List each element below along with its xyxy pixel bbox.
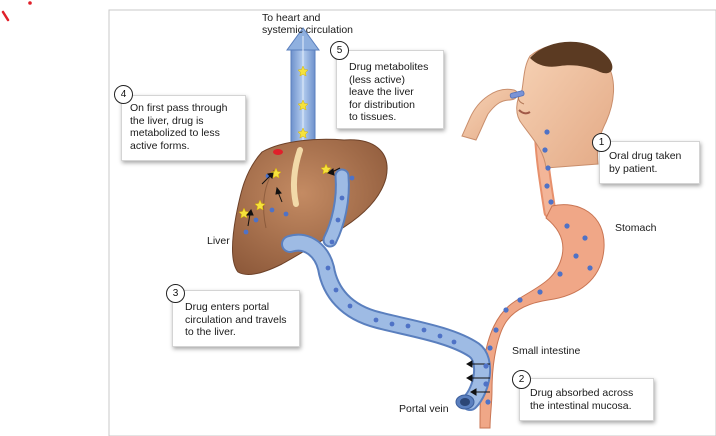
step-4-number: 4 (114, 85, 133, 104)
step-4-text: On first pass through the liver, drug is… (130, 102, 228, 152)
liver-red-marker (273, 149, 283, 155)
callout-step-1 (599, 141, 700, 184)
portal-vein-label: Portal vein (399, 403, 449, 415)
step-3-number: 3 (166, 284, 185, 303)
step-3-text: Drug enters portal circulation and trave… (185, 301, 287, 338)
step-1-number: 1 (592, 133, 611, 152)
patient-hand (461, 88, 525, 141)
stomach-label: Stomach (615, 222, 657, 234)
callout-step-2 (519, 378, 654, 421)
callout-step-3 (172, 290, 300, 347)
step-5-text: Drug metabolites (less active) leave the… (349, 61, 429, 123)
patient-head (516, 41, 615, 169)
step-2-text: Drug absorbed across the intestinal muco… (530, 387, 634, 412)
step-2-number: 2 (512, 370, 531, 389)
absorption-arrows (466, 360, 490, 396)
callout-step-4 (121, 95, 246, 161)
metabolite-stars (238, 65, 332, 219)
metabolism-arrows (245, 167, 341, 227)
drug-dots (243, 129, 593, 405)
liver-label: Liver (207, 235, 230, 247)
step-1-text: Oral drug taken by patient. (609, 150, 682, 175)
small-intestine-label: Small intestine (512, 345, 581, 357)
step-5-number: 5 (330, 41, 349, 60)
callout-step-5 (336, 50, 444, 129)
top-label-heart: To heart and systemic circulation (262, 12, 354, 36)
red-annotation-mark (1, 1, 32, 22)
hepatic-outflow-vessel (286, 27, 320, 157)
